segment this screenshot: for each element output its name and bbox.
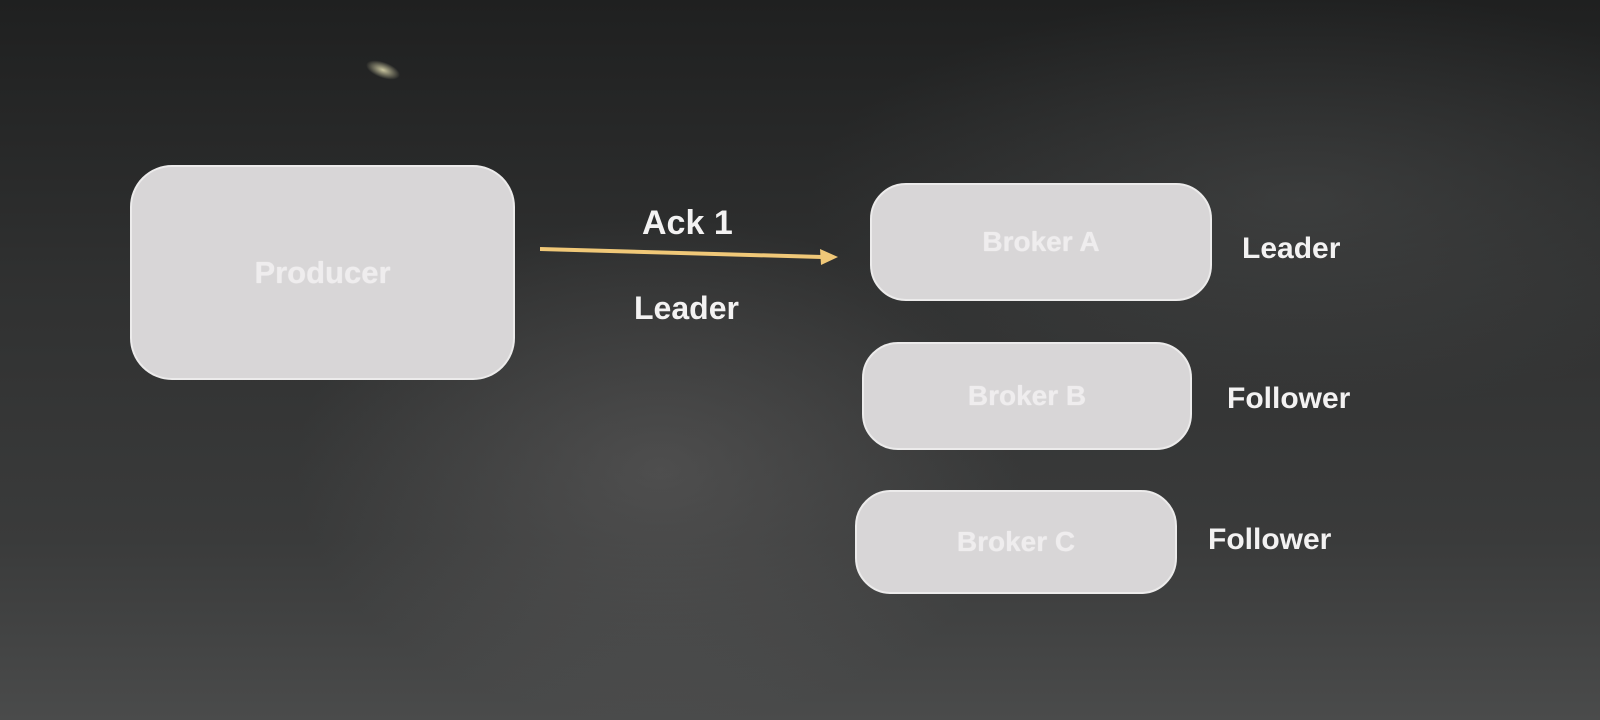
screen-glare: [363, 56, 403, 84]
producer-label: Producer: [254, 254, 391, 290]
arrow-producer-to-broker-a: [540, 247, 838, 265]
broker-a-role: Leader: [1242, 232, 1341, 265]
broker-a-label: Broker A: [982, 226, 1100, 257]
broker-b-role: Follower: [1227, 382, 1351, 415]
arrow-line: [540, 247, 823, 259]
broker-c-label: Broker C: [956, 526, 1076, 557]
broker-c-box: Broker C: [855, 490, 1177, 594]
producer-box: Producer: [130, 165, 515, 380]
arrow-top-label: Ack 1: [642, 204, 733, 242]
arrow-head: [820, 249, 838, 265]
broker-b-label: Broker B: [967, 380, 1087, 411]
arrow-bottom-label: Leader: [634, 290, 739, 326]
broker-a-box: Broker A: [870, 183, 1212, 301]
broker-c-role: Follower: [1208, 523, 1332, 556]
broker-b-box: Broker B: [862, 342, 1192, 450]
